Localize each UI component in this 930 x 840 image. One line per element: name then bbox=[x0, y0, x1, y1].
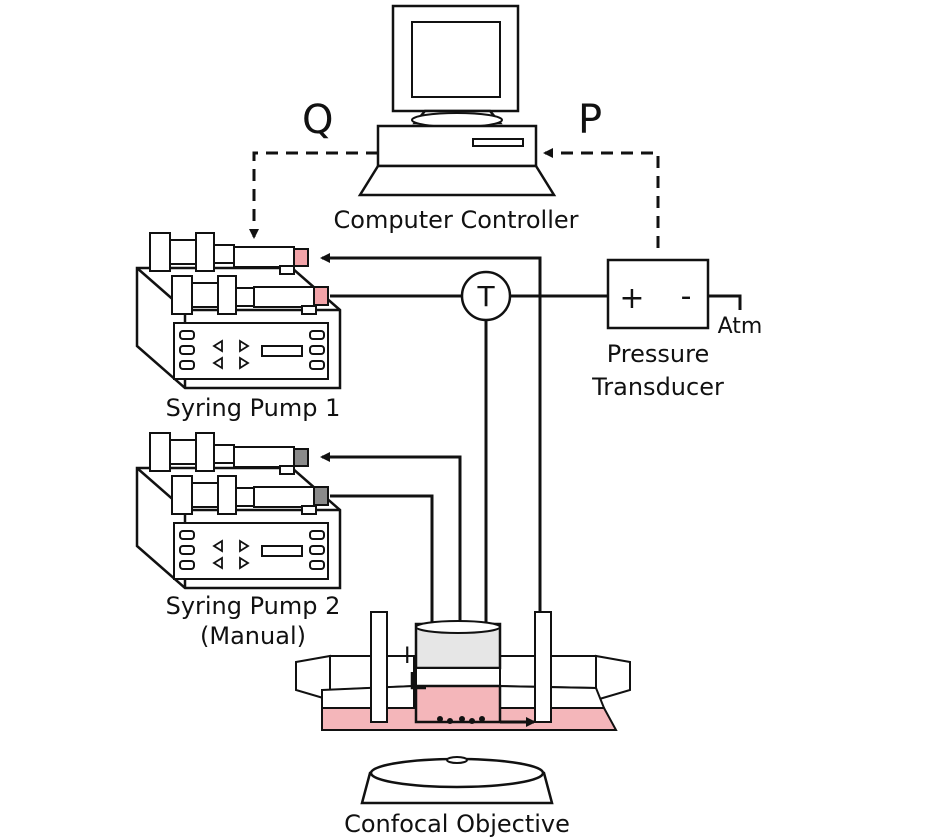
syringe-pump-2 bbox=[135, 432, 342, 590]
inlet-marker-label: I bbox=[404, 644, 411, 669]
pump2-control-panel bbox=[173, 522, 329, 580]
pump1-arrow-buttons bbox=[212, 339, 250, 370]
atm-label: Atm bbox=[718, 314, 763, 339]
pump2-buttons-right bbox=[309, 530, 325, 570]
atm-port-line bbox=[708, 294, 742, 310]
flow-control-signal-line bbox=[249, 151, 378, 239]
monitor-screen bbox=[411, 21, 501, 98]
signal-p-label: P bbox=[578, 97, 602, 143]
pump1-display bbox=[261, 345, 303, 357]
transducer-minus: - bbox=[681, 279, 692, 314]
confocal-objective bbox=[360, 756, 554, 805]
pump1-return-line bbox=[320, 253, 542, 724]
left-post bbox=[370, 611, 388, 723]
pump2-syringe-top bbox=[149, 432, 309, 475]
tee-label: T bbox=[476, 280, 495, 313]
pump2-label: Syring Pump 2 bbox=[166, 592, 341, 620]
transducer-label-line1: Pressure bbox=[607, 340, 709, 368]
stage-right-clamp bbox=[595, 654, 631, 702]
pump1-label: Syring Pump 1 bbox=[166, 394, 341, 422]
pump1-buttons-left bbox=[179, 330, 195, 370]
chamber-fluid bbox=[414, 684, 502, 724]
syringe-pump-1 bbox=[135, 232, 342, 390]
pump2-return-line bbox=[320, 452, 462, 700]
signal-q-label: Q bbox=[302, 97, 333, 143]
pump2-display bbox=[261, 545, 303, 557]
flow-chamber bbox=[414, 620, 536, 727]
pump2-syringe-bottom bbox=[171, 475, 329, 515]
right-post bbox=[534, 611, 552, 723]
pump1-syringe-top bbox=[149, 232, 309, 275]
computer-controller-label: Computer Controller bbox=[334, 206, 579, 234]
keyboard bbox=[357, 164, 557, 197]
transducer-plus: + bbox=[619, 281, 644, 316]
pump1-control-panel bbox=[173, 322, 329, 380]
computer-controller bbox=[357, 4, 557, 197]
pump2-sublabel: (Manual) bbox=[200, 622, 306, 650]
pressure-transducer-box bbox=[606, 258, 710, 330]
disk-drive bbox=[472, 138, 524, 147]
transducer-label-line2: Transducer bbox=[591, 373, 724, 401]
pressure-signal-line bbox=[543, 148, 660, 248]
pump1-syringe-bottom bbox=[171, 275, 329, 315]
cells bbox=[437, 716, 485, 724]
pump2-arrow-buttons bbox=[212, 539, 250, 570]
objective-label: Confocal Objective bbox=[344, 810, 570, 838]
objective-lens bbox=[446, 756, 468, 764]
pump2-buttons-left bbox=[179, 530, 195, 570]
pump1-buttons-right bbox=[309, 330, 325, 370]
